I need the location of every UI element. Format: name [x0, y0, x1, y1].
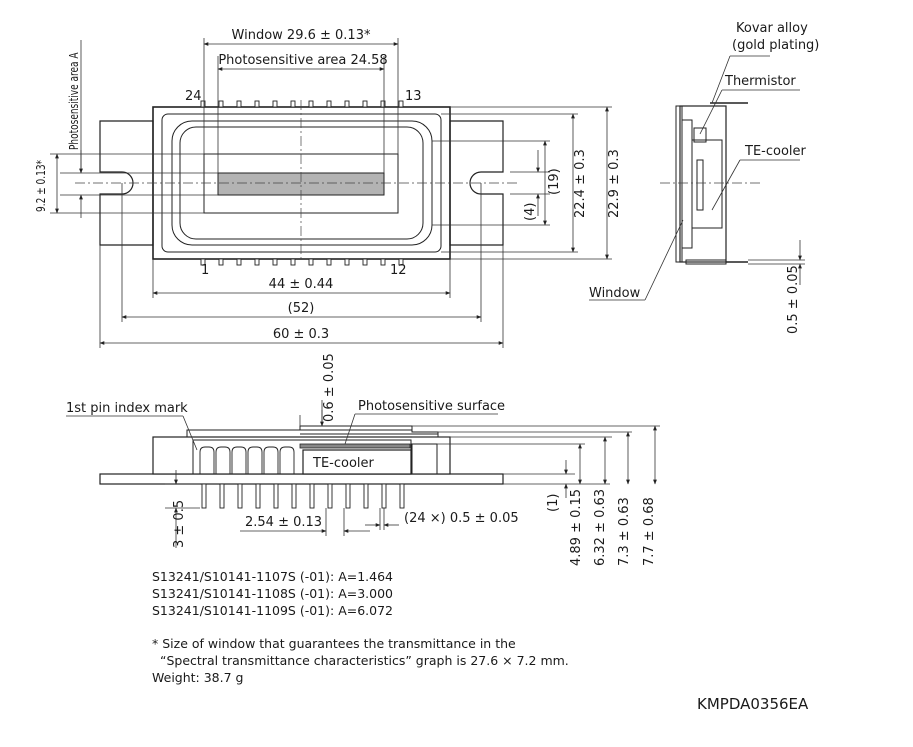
bottom-pin [398, 258, 404, 266]
lead-pin [327, 483, 333, 509]
lead-pin [345, 483, 351, 509]
footnote: * Size of window that guarantees the tra… [152, 635, 712, 686]
dim-4-89: 4.89 ± 0.15 [569, 489, 584, 566]
dim-pitch: 2.54 ± 0.13 [245, 515, 322, 530]
bottom-pin [290, 258, 296, 266]
footnote-line-2: “Spectral transmittance characteristics”… [160, 653, 569, 668]
lead-pin [291, 483, 297, 509]
bottom-pin [236, 258, 242, 266]
lead-pin [201, 483, 207, 509]
pin-13-label: 13 [405, 89, 422, 104]
top-pin [254, 100, 260, 108]
label-photosensitive-surface: Photosensitive surface [358, 399, 505, 414]
dim-1: (1) [546, 494, 561, 512]
dim-44: 44 ± 0.44 [269, 277, 334, 292]
bottom-pin [326, 258, 332, 266]
inner-pin [215, 446, 231, 474]
lead-pin [255, 483, 261, 509]
dim-19: (19) [547, 168, 562, 195]
lead-pin [219, 483, 225, 509]
inner-pin [279, 446, 295, 474]
dim-22-4: 22.4 ± 0.3 [573, 149, 588, 218]
top-pin [236, 100, 242, 108]
inner-pin [263, 446, 279, 474]
top-pin [326, 100, 332, 108]
top-pin [272, 100, 278, 108]
top-pins [200, 100, 404, 108]
top-pin [344, 100, 350, 108]
footnote-line-1: * Size of window that guarantees the tra… [152, 636, 516, 651]
top-pin [398, 100, 404, 108]
pin-1-label: 1 [201, 263, 209, 278]
bottom-pin [380, 258, 386, 266]
lead-pin [399, 483, 405, 509]
top-view: Window 29.6 ± 0.13* Photosensitive area … [35, 28, 622, 348]
lead-pin [273, 483, 279, 509]
top-pin [218, 100, 224, 108]
dim-window: Window 29.6 ± 0.13* [232, 28, 371, 43]
bottom-pin [254, 258, 260, 266]
model-1109: S13241/S10141-1109S (-01): A=6.072 [152, 603, 394, 618]
dim-60: 60 ± 0.3 [273, 327, 329, 342]
dim-6-32: 6.32 ± 0.63 [593, 489, 608, 566]
inner-pin [247, 446, 263, 474]
dim-3: 3 ± 0.5 [172, 500, 187, 548]
bottom-pin [200, 258, 206, 266]
weight: Weight: 38.7 g [152, 670, 244, 685]
top-pin [380, 100, 386, 108]
pin-24-label: 24 [185, 89, 202, 104]
bottom-pins [200, 258, 404, 266]
model-1107: S13241/S10141-1107S (-01): A=1.464 [152, 569, 394, 584]
lead-pin [237, 483, 243, 509]
dim-pin-width: (24 ×) 0.5 ± 0.05 [404, 511, 519, 526]
lead-pin [381, 483, 387, 509]
label-thermistor: Thermistor [724, 74, 796, 89]
dim-52: (52) [288, 301, 315, 316]
model-list: S13241/S10141-1107S (-01): A=1.464 S1324… [152, 568, 672, 619]
label-te-cooler-side: TE-cooler [744, 144, 807, 159]
top-pin [200, 100, 206, 108]
drawing-code: KMPDA0356EA [697, 695, 809, 713]
external-pins [201, 483, 405, 509]
bottom-pin [218, 258, 224, 266]
bottom-pin [308, 258, 314, 266]
bottom-pin [362, 258, 368, 266]
top-pin [362, 100, 368, 108]
dim-7-3: 7.3 ± 0.63 [617, 497, 632, 566]
dim-0-6: 0.6 ± 0.05 [322, 353, 337, 422]
dim-4: (4) [523, 203, 538, 221]
label-pin-index: 1st pin index mark [66, 401, 188, 416]
dim-photosensitive: Photosensitive area 24.58 [218, 53, 387, 68]
inner-pin [231, 446, 247, 474]
label-photosensitive-area-a: Photosensitive area A [68, 52, 82, 150]
dim-window-height: 9.2 ± 0.13* [35, 160, 49, 212]
side-view: Kovar alloy (gold plating) Thermistor TE… [589, 21, 819, 334]
inner-pins [199, 446, 295, 474]
front-view: 1st pin index mark Photosensitive surfac… [66, 353, 660, 566]
top-pin [308, 100, 314, 108]
label-te-cooler-front: TE-cooler [312, 456, 375, 471]
lead-pin [309, 483, 315, 509]
label-kovar-alloy: Kovar alloy [736, 21, 808, 36]
label-gold-plating: (gold plating) [732, 38, 819, 53]
pin-12-label: 12 [390, 263, 407, 278]
bottom-pin [272, 258, 278, 266]
bottom-pin [344, 258, 350, 266]
inner-pin [199, 446, 215, 474]
dim-22-9: 22.9 ± 0.3 [607, 149, 622, 218]
top-pin [290, 100, 296, 108]
dim-7-7: 7.7 ± 0.68 [642, 497, 657, 566]
lead-pin [363, 483, 369, 509]
dim-0-5-side: 0.5 ± 0.05 [786, 265, 801, 334]
label-window-side: Window [589, 286, 641, 301]
model-1108: S13241/S10141-1108S (-01): A=3.000 [152, 586, 394, 601]
